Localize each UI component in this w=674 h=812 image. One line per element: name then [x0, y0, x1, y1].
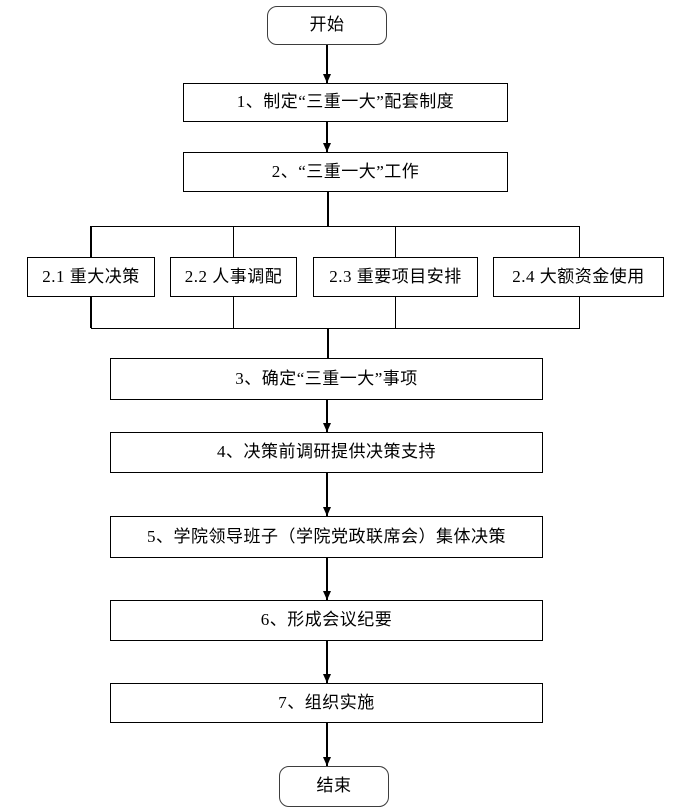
- node-step3: 3、确定“三重一大”事项: [110, 358, 543, 400]
- arrowhead-down-icon: [322, 591, 331, 600]
- node-step4-label: 4、决策前调研提供决策支持: [217, 442, 436, 462]
- node-step7-label: 7、组织实施: [278, 692, 375, 712]
- edge-step4-step5-line: [326, 473, 328, 516]
- node-end-label: 结束: [316, 776, 352, 796]
- edge-split-sub2-line: [232, 226, 235, 258]
- edge-step5-step6-line: [326, 558, 328, 600]
- node-step3-label: 3、确定“三重一大”事项: [235, 368, 418, 388]
- node-step1: 1、制定“三重一大”配套制度: [183, 83, 508, 122]
- arrowhead-down-icon: [322, 674, 331, 683]
- node-step4: 4、决策前调研提供决策支持: [110, 432, 543, 473]
- node-sub4-label: 2.4 大额资金使用: [512, 266, 645, 286]
- split-bar-line: [91, 226, 580, 228]
- edge-sub2-merge-line: [232, 297, 235, 328]
- node-step5-label: 5、学院领导班子（学院党政联席会）集体决策: [147, 526, 506, 546]
- node-sub1-label: 2.1 重大决策: [42, 266, 140, 286]
- edge-split-sub1-line: [90, 226, 92, 258]
- node-step6-label: 6、形成会议纪要: [260, 610, 393, 630]
- edge-sub3-merge-line: [394, 297, 397, 328]
- edge-sub1-merge-line: [90, 297, 92, 328]
- merge-bar-line: [91, 328, 580, 330]
- node-step2-label: 2、“三重一大”工作: [271, 161, 420, 181]
- node-sub3-label: 2.3 重要项目安排: [329, 266, 462, 286]
- edge-sub4-merge-line: [578, 297, 580, 328]
- node-step2: 2、“三重一大”工作: [183, 152, 508, 192]
- node-sub2: 2.2 人事调配: [170, 257, 297, 297]
- node-sub4: 2.4 大额资金使用: [493, 257, 664, 297]
- node-step1-label: 1、制定“三重一大”配套制度: [236, 92, 455, 112]
- node-step5: 5、学院领导班子（学院党政联席会）集体决策: [110, 516, 543, 558]
- node-end: 结束: [279, 766, 389, 807]
- node-step7: 7、组织实施: [110, 683, 543, 723]
- edge-step6-step7-line: [326, 641, 328, 683]
- edge-split-sub3-line: [394, 226, 397, 258]
- arrowhead-down-icon: [322, 757, 331, 766]
- arrowhead-down-icon: [322, 507, 331, 516]
- node-sub2-label: 2.2 人事调配: [184, 266, 283, 286]
- edge-split-sub4-line: [578, 226, 580, 258]
- edge-merge-step3-line: [327, 328, 329, 358]
- edge-step1-step2-line: [326, 122, 328, 152]
- node-sub1: 2.1 重大决策: [27, 257, 155, 297]
- node-sub3: 2.3 重要项目安排: [313, 257, 478, 297]
- arrowhead-down-icon: [322, 74, 331, 83]
- edge-step2-split-line: [327, 192, 329, 227]
- arrowhead-down-icon: [322, 423, 331, 432]
- edge-start-step1-line: [326, 45, 328, 83]
- node-step6: 6、形成会议纪要: [110, 600, 543, 641]
- arrowhead-down-icon: [322, 143, 331, 152]
- edge-step7-end-line: [326, 723, 328, 766]
- node-start-label: 开始: [309, 15, 345, 35]
- edge-step3-step4-line: [326, 400, 328, 432]
- node-start: 开始: [267, 6, 387, 45]
